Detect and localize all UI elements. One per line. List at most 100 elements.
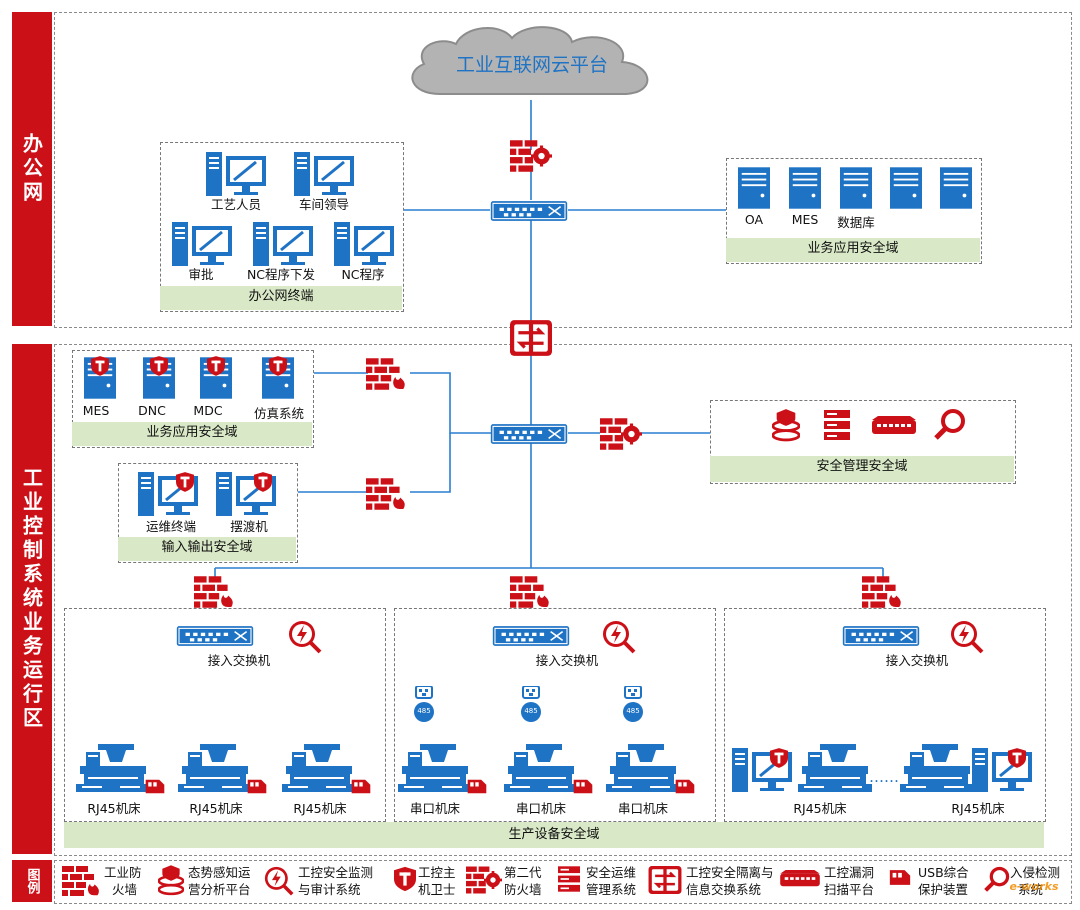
- terminal-label: NC程序: [341, 267, 385, 282]
- serial-tag: 485: [417, 707, 431, 715]
- watermark: e-works: [1009, 880, 1059, 893]
- zone-bar-office: 办公网: [12, 12, 52, 326]
- usb-protect-icon: [674, 778, 696, 795]
- legend-line2: 信息交换系统: [686, 882, 762, 897]
- office-ngfw-icon: [510, 140, 552, 172]
- machine-tool-icon: [900, 744, 980, 796]
- legend-item-label: 态势感知运 营分析平台: [188, 864, 258, 898]
- prod-band: 生产设备安全域: [64, 822, 1044, 848]
- pc-icon: [253, 220, 315, 268]
- legend-line2: 保护装置: [918, 882, 969, 897]
- legend-line1: 工控漏洞: [824, 865, 875, 880]
- office-switch-icon: [490, 199, 568, 223]
- office-terminals-band: 办公网终端: [160, 286, 402, 310]
- industrial-firewall-icon: [62, 866, 102, 896]
- machine-dots: ……: [869, 768, 899, 786]
- machine-label: RJ45机床: [293, 801, 347, 816]
- access-switch-label: 接入交换机: [535, 653, 599, 668]
- situation-awareness-icon: [772, 408, 800, 442]
- legend-line1: 工控主: [418, 865, 456, 880]
- ics-mgmt-band: 安全管理安全域: [710, 456, 1014, 482]
- legend-line1: 工控安全隔离与: [686, 865, 774, 880]
- vuln-scan-icon: [872, 416, 916, 436]
- legend-title: 图例: [24, 868, 40, 894]
- industrial-firewall-icon: [366, 478, 408, 510]
- machine-label: 串口机床: [515, 801, 566, 816]
- ics-core-switch-icon: [490, 422, 568, 446]
- serial-tag: 485: [524, 707, 538, 715]
- legend-title-bar: 图例: [12, 860, 52, 902]
- vuln-scan-icon: [780, 870, 820, 888]
- usb-protect-icon: [246, 778, 268, 795]
- serial-converter-icon: [622, 686, 644, 726]
- industrial-firewall-icon: [194, 576, 236, 608]
- audit-icon: [264, 866, 294, 896]
- legend-item-label: 第二代 防火墙: [504, 864, 552, 898]
- ics-io-band: 输入输出安全域: [118, 537, 296, 561]
- legend-line1: 工控安全监测: [298, 865, 374, 880]
- situation-awareness-icon: [158, 864, 184, 896]
- pc-icon: [206, 150, 268, 198]
- io-label: 运维终端: [145, 519, 196, 534]
- host-guard-icon: [91, 356, 109, 376]
- legend-line1: USB综合: [918, 865, 969, 880]
- legend-line1: 态势感知运: [188, 865, 251, 880]
- server-icon: [890, 166, 922, 210]
- host-guard-icon: [394, 866, 416, 892]
- line-fw-ics-switch-2: [410, 433, 451, 493]
- legend-item-label: 入侵检测 系统: [1010, 864, 1070, 898]
- ops-mgmt-icon: [558, 866, 580, 892]
- cloud-icon: [411, 26, 649, 95]
- industrial-firewall-icon: [862, 576, 904, 608]
- host-guard-icon: [150, 356, 168, 376]
- host-guard-icon: [269, 356, 287, 376]
- pc-icon: [172, 220, 234, 268]
- pc-icon: [294, 150, 356, 198]
- biz-label: MES: [82, 403, 110, 418]
- legend-line2: 管理系统: [586, 882, 637, 897]
- legend-item-label: 工控主 机卫士: [418, 864, 466, 898]
- terminal-label: 审批: [188, 267, 214, 282]
- serial-tag: 485: [626, 707, 640, 715]
- zone-label-ics: 工业控制系统业务运行区: [19, 467, 44, 731]
- usb-protect-icon: [888, 868, 912, 887]
- server-icon: [789, 166, 821, 210]
- access-switch-icon: [176, 624, 254, 648]
- biz-label: 仿真系统: [253, 406, 304, 421]
- machine-label: 串口机床: [617, 801, 668, 816]
- legend-box: [54, 860, 1072, 904]
- legend-line2: 营分析平台: [188, 882, 251, 897]
- serial-converter-icon: [520, 686, 542, 726]
- legend-line2: 扫描平台: [824, 882, 875, 897]
- legend-line1: 第二代: [504, 865, 542, 880]
- app-label: OA: [744, 212, 764, 227]
- pc-icon: [334, 220, 396, 268]
- machine-label: RJ45机床: [189, 801, 243, 816]
- app-label: MES: [791, 212, 819, 227]
- terminal-label: 车间领导: [298, 197, 349, 212]
- host-guard-icon: [1008, 748, 1026, 768]
- legend-line1: 工业防: [104, 865, 142, 880]
- industrial-firewall-icon: [366, 358, 408, 390]
- legend-line1: 入侵检测: [1010, 865, 1061, 880]
- access-switch-label: 接入交换机: [885, 653, 949, 668]
- server-icon: [940, 166, 972, 210]
- legend-line2: 火墙: [112, 882, 138, 897]
- zone-bar-ics: 工业控制系统业务运行区: [12, 344, 52, 854]
- isolation-icon: [510, 320, 552, 356]
- legend-line2: 机卫士: [418, 882, 456, 897]
- audit-icon: [602, 620, 636, 654]
- host-guard-icon: [207, 356, 225, 376]
- io-label: 摆渡机: [230, 519, 268, 534]
- cloud-label: 工业互联网云平台: [455, 54, 608, 76]
- legend-item-label: USB综合 保护装置: [918, 864, 980, 898]
- host-guard-icon: [176, 472, 194, 492]
- ics-biz-band: 业务应用安全域: [72, 422, 312, 446]
- biz-label: DNC: [138, 403, 166, 418]
- usb-protect-icon: [572, 778, 594, 795]
- audit-icon: [950, 620, 984, 654]
- terminal-label: 工艺人员: [210, 197, 261, 212]
- legend-item-label: 工控漏洞 扫描平台: [824, 864, 884, 898]
- terminal-label: NC程序下发: [246, 267, 316, 282]
- ngfw-icon: [466, 866, 502, 894]
